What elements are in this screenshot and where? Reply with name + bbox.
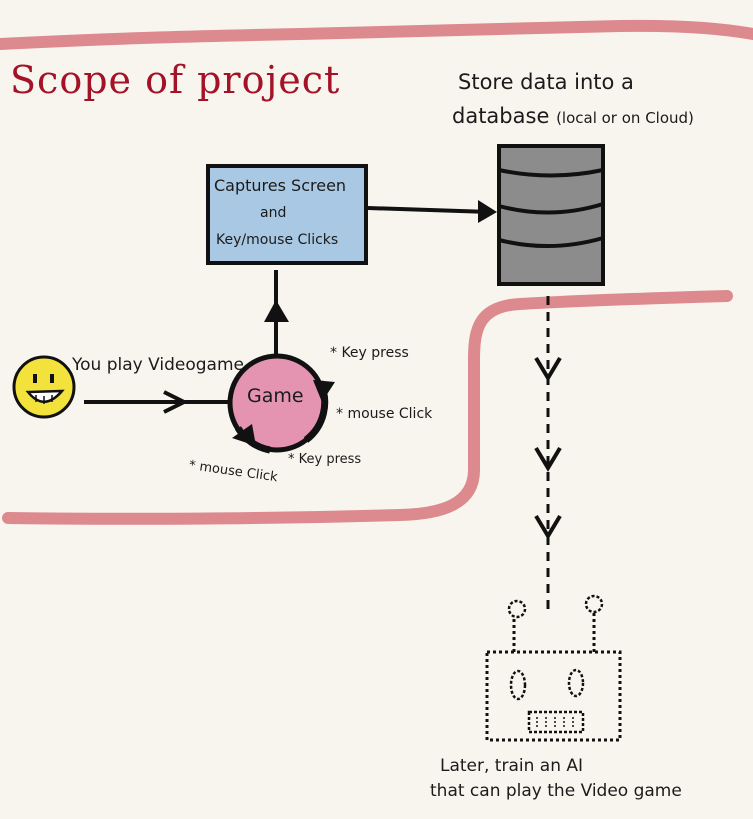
game-label: Game (247, 385, 304, 407)
smiley-face-icon (12, 355, 76, 419)
page-title: Scope of project (10, 58, 341, 102)
capture-box (206, 164, 368, 265)
player-label: You play Videogame (72, 355, 244, 375)
capture-box-line-1: Captures Screen (214, 176, 347, 195)
database-label: database (local or on Cloud) (452, 104, 694, 128)
store-data-label: Store data into a (458, 70, 634, 94)
database-cylinder-icon (497, 144, 605, 286)
middle-pink-band (2, 290, 733, 525)
ai-caption-line-1: Later, train an AI (440, 756, 584, 776)
database-location-note: (local or on Cloud) (556, 109, 694, 127)
database-word: database (452, 104, 550, 128)
game-circle (227, 353, 335, 454)
mouse-click-label-1: * mouse Click (336, 406, 433, 422)
key-press-label-2: * Key press (288, 452, 362, 467)
key-press-label-1: * Key press (330, 345, 409, 361)
arrow-capture-to-database (367, 200, 497, 223)
ai-caption-line-2: that can play the Video game (430, 781, 682, 801)
robot-icon (485, 594, 622, 742)
capture-box-line-3: Key/mouse Clicks (216, 232, 339, 248)
top-pink-band (0, 19, 753, 50)
arrow-game-to-capture (264, 270, 289, 358)
capture-box-line-2: and (260, 205, 287, 221)
dashed-arrow-database-to-ai (534, 296, 562, 612)
arrow-player-to-game (84, 390, 232, 414)
